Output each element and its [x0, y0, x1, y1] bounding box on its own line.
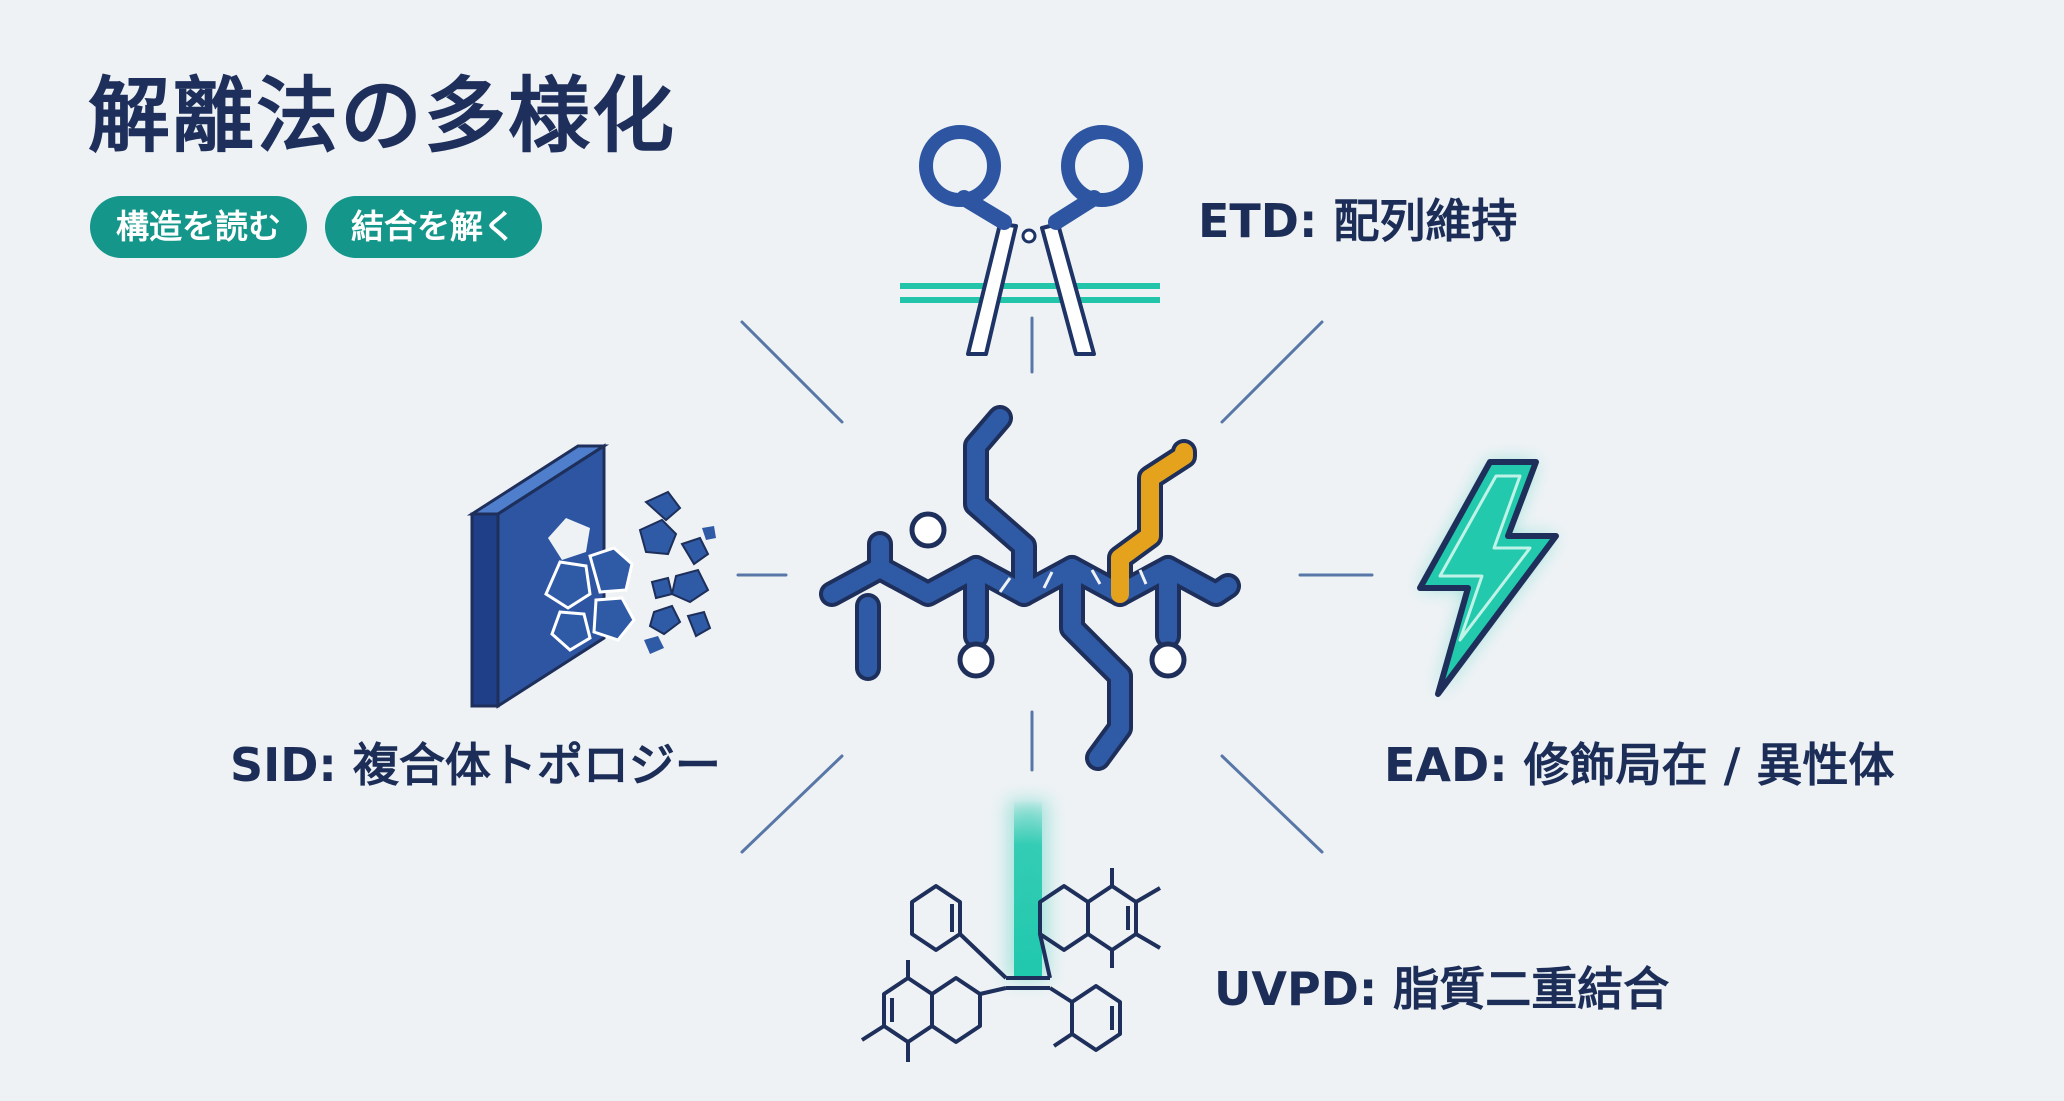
etd-label: ETD: 配列維持 — [1198, 194, 1518, 248]
tag-break-bonds: 結合を解く — [325, 196, 542, 258]
ead-label: EAD: 修飾局在 / 異性体 — [1384, 738, 1895, 792]
radial-line-sw — [740, 754, 844, 854]
tag-read-structure: 構造を読む — [90, 196, 307, 258]
sid-label: SID: 複合体トポロジー — [230, 738, 721, 792]
radial-line-ne — [1220, 320, 1324, 424]
radial-line-nw — [740, 320, 844, 424]
wall-shatter-icon — [466, 443, 716, 709]
peptide-molecule-icon — [819, 405, 1241, 771]
radial-line-se — [1220, 754, 1324, 854]
lipid-structure-icon — [860, 868, 1162, 1062]
scissors-icon — [900, 125, 1160, 356]
uv-beam-icon — [1008, 800, 1048, 980]
radial-lines — [736, 316, 1374, 854]
page-title: 解離法の多様化 — [88, 69, 677, 164]
uvpd-label: UVPD: 脂質二重結合 — [1214, 962, 1670, 1016]
atom-1 — [909, 511, 947, 549]
atom-3 — [1149, 641, 1187, 679]
lightning-bolt-icon — [1417, 459, 1559, 697]
tag-group: 構造を読む 結合を解く — [90, 196, 542, 258]
atom-2 — [957, 641, 995, 679]
